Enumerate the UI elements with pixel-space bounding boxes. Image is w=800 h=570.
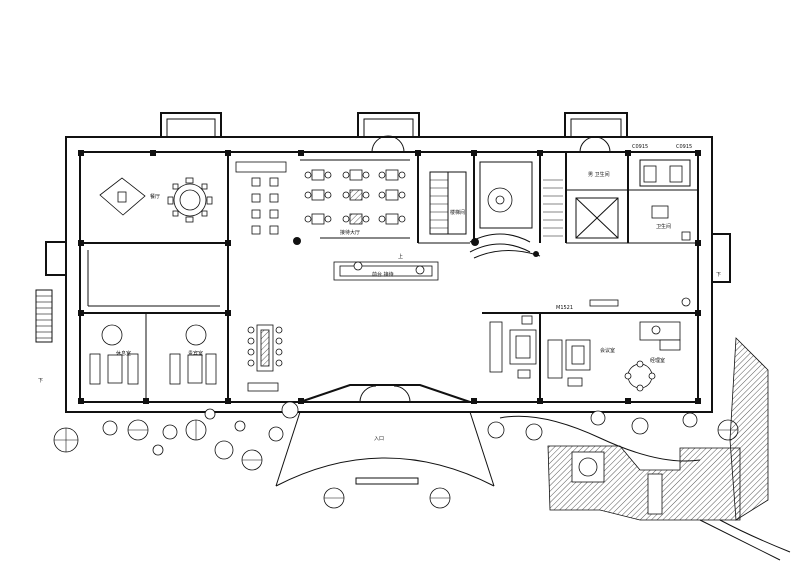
wc-label: 卫生间	[656, 223, 671, 230]
reception-label: 前台 接待	[372, 271, 394, 278]
right-annex: 下	[712, 233, 731, 283]
top-right-room-label: 男 卫生间	[588, 171, 610, 178]
office-label: 经理室	[650, 357, 665, 364]
entrance-label: 入口	[374, 436, 384, 442]
meeting-label: 会议室	[600, 347, 615, 354]
elevator-and-wc: 男 卫生间 卫生间 C0915 C0915	[575, 144, 692, 241]
left-annex: 下	[35, 241, 66, 384]
lounge-rooms-furniture: 休息室 贵宾室	[89, 324, 217, 385]
stair-core: 楼梯间	[429, 161, 563, 259]
top-bays	[160, 112, 628, 153]
door-code-2: C0915	[676, 144, 692, 150]
side-label: 下	[38, 378, 43, 384]
right-lower-rooms: M1521 会议室 经理室	[489, 297, 691, 392]
right-down-label: 下	[716, 272, 721, 278]
main-entrance: 入口	[275, 384, 495, 487]
meeting-table	[247, 324, 283, 392]
dining-label: 餐厅	[150, 193, 160, 200]
center-hall-label: 接待大厅	[340, 229, 360, 236]
door-code-3: M1521	[556, 305, 573, 311]
interior-walls	[80, 152, 698, 402]
restaurant-furniture: 接待大厅	[235, 159, 410, 239]
dining-room-furniture: 餐厅	[99, 177, 213, 223]
vip-label: 贵宾室	[188, 350, 203, 357]
reception-arrow-label: 上	[398, 253, 403, 260]
door-code-1: C0915	[632, 144, 648, 150]
terrace	[499, 337, 791, 561]
reception-desk: 前台 接待 上	[333, 253, 439, 281]
stair-label: 楼梯间	[450, 209, 465, 216]
lounge-label: 休息室	[116, 350, 131, 357]
